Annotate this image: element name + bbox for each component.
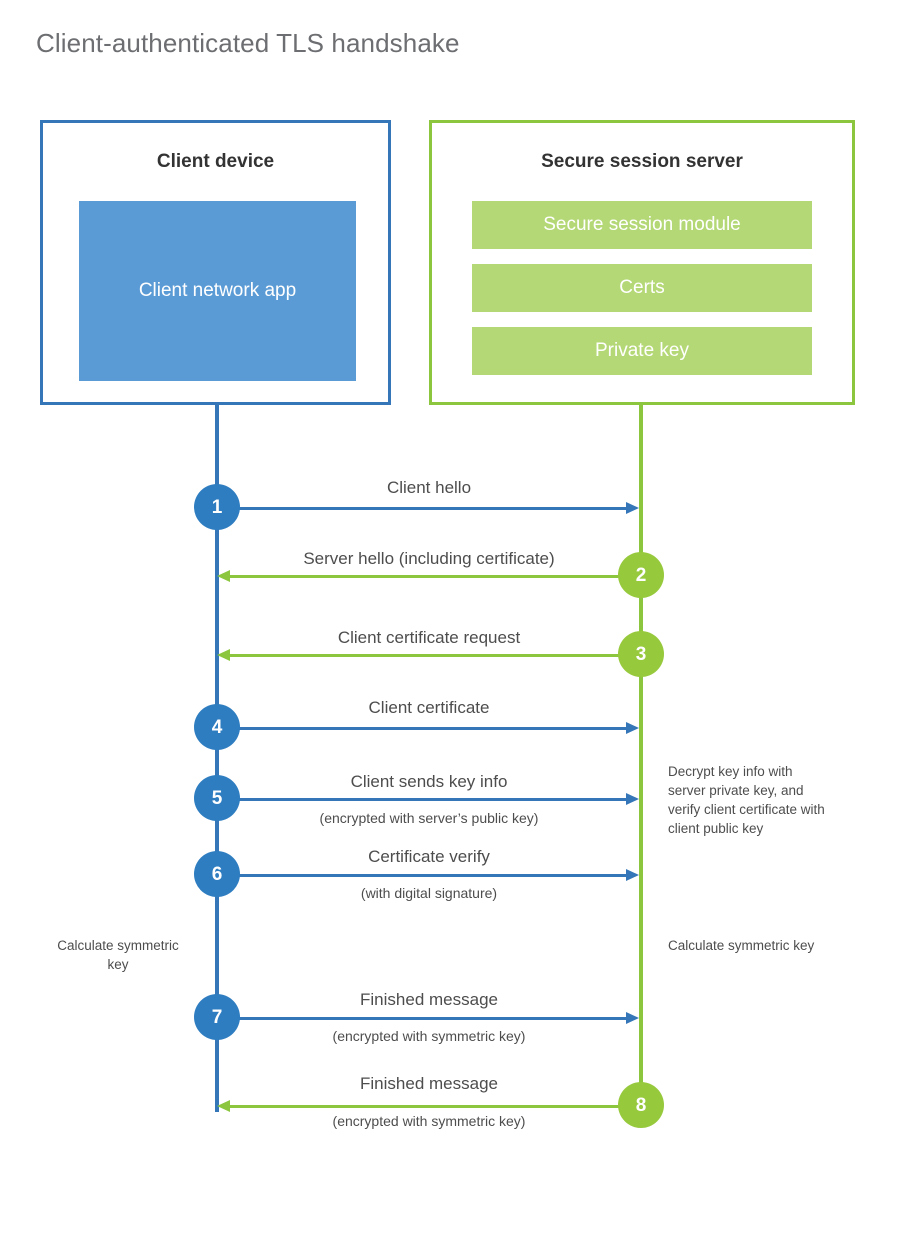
- step-8-sublabel: (encrypted with symmetric key): [332, 1113, 526, 1129]
- step-7-label: Finished message: [360, 990, 498, 1009]
- server-component-certs: Certs: [472, 264, 812, 312]
- step-3-circle[interactable]: 3: [618, 631, 664, 677]
- step-5-label: Client sends key info: [350, 772, 508, 791]
- step-1-circle[interactable]: 1: [194, 484, 240, 530]
- step-6-label: Certificate verify: [368, 847, 490, 866]
- secure-session-server-box: Secure session server Secure session mod…: [429, 120, 855, 405]
- secure-session-server-title: Secure session server: [541, 151, 743, 172]
- step-2-circle[interactable]: 2: [618, 552, 664, 598]
- step-6-sublabel: (with digital signature): [360, 885, 498, 901]
- step-4-circle[interactable]: 4: [194, 704, 240, 750]
- client-device-title: Client device: [156, 151, 275, 172]
- step-5-circle[interactable]: 5: [194, 775, 240, 821]
- server-component-private-key: Private key: [472, 327, 812, 375]
- page-title: Client-authenticated TLS handshake: [36, 28, 460, 58]
- client-calculate-symmetric-key-note: Calculate symmetric key: [57, 938, 179, 973]
- step-8-label: Finished message: [360, 1074, 498, 1093]
- step-6-circle[interactable]: 6: [194, 851, 240, 897]
- step-4-label: Client certificate: [368, 698, 490, 717]
- step-7-sublabel: (encrypted with symmetric key): [332, 1028, 526, 1044]
- server-calculate-symmetric-key-note: Calculate symmetric key: [668, 938, 815, 953]
- step-8-circle[interactable]: 8: [618, 1082, 664, 1128]
- step-2-label: Server hello (including certificate): [303, 549, 555, 568]
- step-5-sublabel: (encrypted with server’s public key): [319, 810, 539, 826]
- server-component-secure-session-module: Secure session module: [472, 201, 812, 249]
- server-decrypt-note: Decrypt key info with server private key…: [668, 764, 825, 837]
- client-lifeline: [215, 405, 219, 1112]
- server-lifeline: [639, 405, 643, 1105]
- client-network-app-block: Client network app: [79, 201, 356, 381]
- step-3-label: Client certificate request: [337, 628, 521, 647]
- step-1-label: Client hello: [386, 478, 472, 497]
- client-device-box: Client device Client network app: [40, 120, 391, 405]
- step-7-circle[interactable]: 7: [194, 994, 240, 1040]
